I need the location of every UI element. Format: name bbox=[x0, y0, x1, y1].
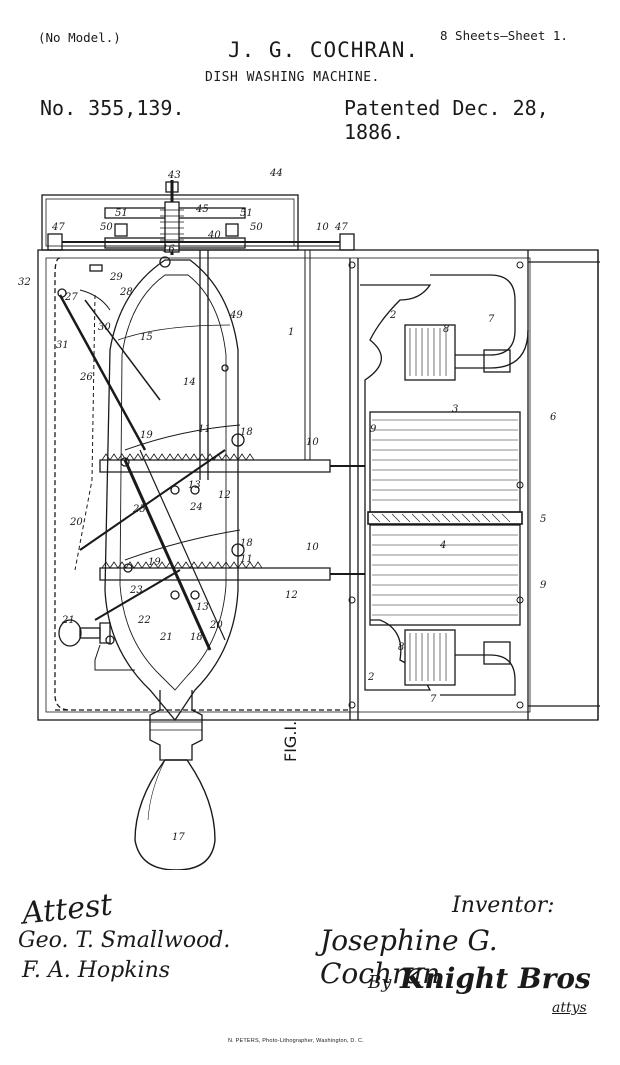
patent-drawing-fig-1: 43 44 45 47 47 51 51 50 50 40 10 16 32 2… bbox=[0, 150, 620, 870]
invention-title: DISH WASHING MACHINE. bbox=[205, 70, 380, 85]
numeral-21b: 21 bbox=[159, 632, 173, 643]
drive-housing bbox=[42, 180, 354, 255]
numeral-10: 10 bbox=[306, 437, 319, 448]
numeral-44: 44 bbox=[269, 168, 283, 179]
numeral-45: 45 bbox=[195, 204, 209, 215]
numeral-25: 25 bbox=[132, 504, 146, 515]
numeral-20: 20 bbox=[69, 517, 83, 528]
numeral-13b: 13 bbox=[196, 602, 209, 613]
numeral-19: 19 bbox=[140, 430, 153, 441]
by-label: By bbox=[368, 972, 391, 993]
numeral-50b: 50 bbox=[250, 222, 263, 233]
numeral-13: 13 bbox=[188, 480, 201, 491]
patent-number: No. 355,139. bbox=[40, 96, 185, 120]
numeral-20b: 20 bbox=[209, 620, 223, 631]
numeral-27: 27 bbox=[64, 292, 78, 303]
numeral-16: 16 bbox=[162, 244, 175, 255]
attorney-suffix: attys bbox=[552, 1000, 587, 1016]
latch-knob bbox=[59, 620, 135, 670]
tub-frame bbox=[38, 250, 600, 720]
numeral-26: 26 bbox=[79, 372, 93, 383]
attorney-signature: Knight Bros bbox=[400, 962, 591, 995]
numeral-10-top: 10 bbox=[316, 222, 329, 233]
numeral-12: 12 bbox=[218, 490, 231, 501]
witness-signature-1: Geo. T. Smallwood. bbox=[18, 928, 230, 953]
numeral-23: 23 bbox=[129, 585, 143, 596]
numeral-51b: 51 bbox=[240, 208, 253, 219]
numeral-19b: 19 bbox=[148, 557, 161, 568]
sheet-count: 8 Sheets—Sheet 1. bbox=[440, 28, 568, 43]
numeral-40: 40 bbox=[207, 230, 221, 241]
numeral-29: 29 bbox=[109, 272, 123, 283]
numeral-47: 47 bbox=[51, 222, 65, 233]
numeral-8: 8 bbox=[443, 324, 449, 335]
numeral-14: 14 bbox=[183, 377, 196, 388]
numeral-9: 9 bbox=[370, 424, 377, 435]
numeral-10b: 10 bbox=[306, 542, 319, 553]
inventor-name-heading: J. G. COCHRAN. bbox=[228, 38, 419, 62]
numeral-15: 15 bbox=[140, 332, 153, 343]
numeral-31: 31 bbox=[56, 340, 69, 351]
figure-label: FIG.I. bbox=[281, 721, 300, 762]
witness-signature-2: F. A. Hopkins bbox=[22, 958, 170, 983]
patent-date: Patented Dec. 28, 1886. bbox=[344, 96, 620, 144]
numeral-17: 17 bbox=[172, 832, 185, 843]
printer-credit: N. PETERS, Photo-Lithographer, Washingto… bbox=[228, 1038, 364, 1044]
numeral-18b: 18 bbox=[240, 538, 253, 549]
numeral-51: 51 bbox=[115, 208, 128, 219]
numeral-2: 2 bbox=[389, 310, 396, 321]
numeral-47b: 47 bbox=[334, 222, 348, 233]
numeral-30: 30 bbox=[98, 322, 111, 333]
operating-handle bbox=[135, 690, 215, 870]
numeral-50: 50 bbox=[100, 222, 113, 233]
numeral-8b: 8 bbox=[398, 642, 404, 653]
numeral-2b: 2 bbox=[367, 672, 374, 683]
numeral-18: 18 bbox=[240, 427, 253, 438]
numeral-49: 49 bbox=[229, 310, 243, 321]
numeral-18c: 18 bbox=[190, 632, 203, 643]
numeral-22: 22 bbox=[137, 615, 151, 626]
numeral-5: 5 bbox=[540, 514, 546, 525]
inventor-label: Inventor: bbox=[452, 893, 555, 918]
numeral-32: 32 bbox=[18, 277, 31, 288]
numeral-1: 1 bbox=[288, 327, 294, 338]
model-note: (No Model.) bbox=[38, 30, 121, 45]
numeral-4: 4 bbox=[439, 540, 446, 551]
numeral-43: 43 bbox=[167, 170, 181, 181]
vertical-rods bbox=[200, 250, 310, 480]
numeral-7b: 7 bbox=[430, 694, 437, 705]
rack-chamber-cutaway bbox=[360, 275, 528, 695]
numeral-24: 24 bbox=[189, 502, 203, 513]
numeral-11: 11 bbox=[198, 424, 211, 435]
numeral-6: 6 bbox=[550, 412, 557, 423]
numeral-21: 21 bbox=[61, 615, 75, 626]
numeral-12b: 12 bbox=[285, 590, 298, 601]
numeral-3: 3 bbox=[452, 404, 458, 415]
numeral-28: 28 bbox=[119, 287, 133, 298]
numeral-9b: 9 bbox=[540, 580, 547, 591]
toothed-racks bbox=[100, 425, 365, 580]
numeral-7: 7 bbox=[488, 314, 495, 325]
attest-label: Attest bbox=[20, 887, 114, 931]
numeral-11b: 11 bbox=[240, 554, 253, 565]
